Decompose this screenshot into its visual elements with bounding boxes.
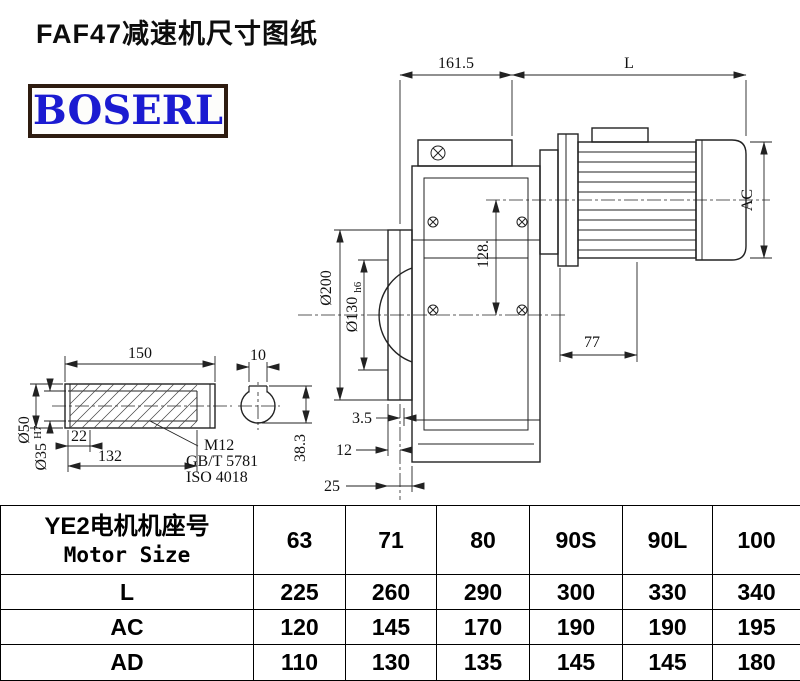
dim-77: 77 [559,262,638,362]
table-header-row: YE2电机机座号 Motor Size 63 71 80 90S 90L 100 [0,505,800,575]
value-cell: 195 [712,609,800,645]
dim-130-label: Ø130 h6 [344,281,364,332]
dim-130-tolerance: h6 [352,281,364,293]
dim-128-label: 128. [475,240,492,268]
dim-200-label: Ø200 [318,270,335,306]
dim-35-tolerance: H7 [32,425,44,439]
dim-ac: AC [739,141,772,259]
standard-gb-label: GB/T 5781 [186,453,258,470]
value-cell: 110 [253,644,346,681]
thread-callout: M12 GB/T 5781 ISO 4018 [149,420,258,486]
dim-10: 10 [236,347,280,382]
shaft-hatching [69,383,198,429]
value-cell: 145 [622,644,713,681]
dim-12-label: 12 [336,442,352,459]
value-cell: 190 [529,609,623,645]
table-header-cn: YE2电机机座号 [44,513,210,541]
value-cell: 120 [253,609,346,645]
size-col-90L: 90L [622,505,713,575]
value-cell: 260 [345,574,437,610]
dim-35: Ø35 H7 [32,378,66,471]
dim-bottom-offsets: 3.5 12 25 [324,404,425,495]
dim-25-label: 25 [324,478,340,495]
dim-top: 161.5 L [399,55,747,224]
dim-50: Ø50 [16,383,63,444]
value-cell: 190 [622,609,713,645]
keyway-section [240,385,276,424]
size-col-90S: 90S [529,505,623,575]
gearbox-outline [378,139,541,463]
value-cell: 290 [436,574,530,610]
dim-flange-200: Ø200 [318,229,388,401]
value-cell: 180 [712,644,800,681]
value-cell: 145 [345,609,437,645]
value-cell: 330 [622,574,713,610]
dim-22-label: 22 [71,428,87,445]
shaft-detail-outline [64,383,216,429]
dim-35-label: Ø35 H7 [32,425,50,471]
dim-130-value: Ø130 [344,297,361,333]
row-label-AD: AD [0,644,254,681]
size-col-63: 63 [253,505,346,575]
dim-spigot-130: Ø130 h6 [344,259,388,371]
dim-3-5-label: 3.5 [352,410,372,427]
table-row-AC: AC 120 145 170 190 190 195 [0,609,800,645]
logo-box: BOSERL [28,84,228,138]
thread-label: M12 [204,437,234,454]
size-col-71: 71 [345,505,437,575]
motor-outline [539,127,747,267]
dim-10-label: 10 [250,347,266,364]
row-label-AC: AC [0,609,254,645]
value-cell: 170 [436,609,530,645]
page-title: FAF47减速机尺寸图纸 [36,19,319,49]
motor-size-table: YE2电机机座号 Motor Size 63 71 80 90S 90L 100… [0,505,800,681]
dim-161-5-label: 161.5 [438,55,474,72]
centerlines [52,199,770,500]
table-row-L: L 225 260 290 300 330 340 [0,574,800,610]
dim-AC-label: AC [739,189,756,211]
dim-77-label: 77 [584,334,600,351]
value-cell: 130 [345,644,437,681]
size-col-80: 80 [436,505,530,575]
row-label-L: L [0,574,254,610]
dim-38-3-label: 38.3 [292,434,309,462]
dim-22-132: 22 132 [55,428,198,472]
dim-128: 128. [475,199,500,316]
dim-50-label: Ø50 [16,416,33,444]
dim-L-label: L [624,55,634,72]
motor-fins [578,151,696,251]
dim-132-label: 132 [98,448,122,465]
table-row-AD: AD 110 130 135 145 145 180 [0,644,800,681]
value-cell: 300 [529,574,623,610]
table-header-en: Motor Size [63,543,191,568]
value-cell: 225 [253,574,346,610]
table-header-cell: YE2电机机座号 Motor Size [0,505,254,575]
dim-150-label: 150 [128,345,152,362]
bolt-symbols [427,145,528,316]
standard-iso-label: ISO 4018 [186,469,248,486]
value-cell: 145 [529,644,623,681]
dimension-drawing: 161.5 L AC Ø200 Ø130 h6 128. 77 [16,55,772,500]
size-col-100: 100 [712,505,800,575]
logo-text: BOSERL [32,87,224,134]
value-cell: 340 [712,574,800,610]
dim-38-3: 38.3 [262,385,312,462]
value-cell: 135 [436,644,530,681]
dim-35-value: Ø35 [33,443,50,471]
dim-150: 150 [64,345,216,382]
